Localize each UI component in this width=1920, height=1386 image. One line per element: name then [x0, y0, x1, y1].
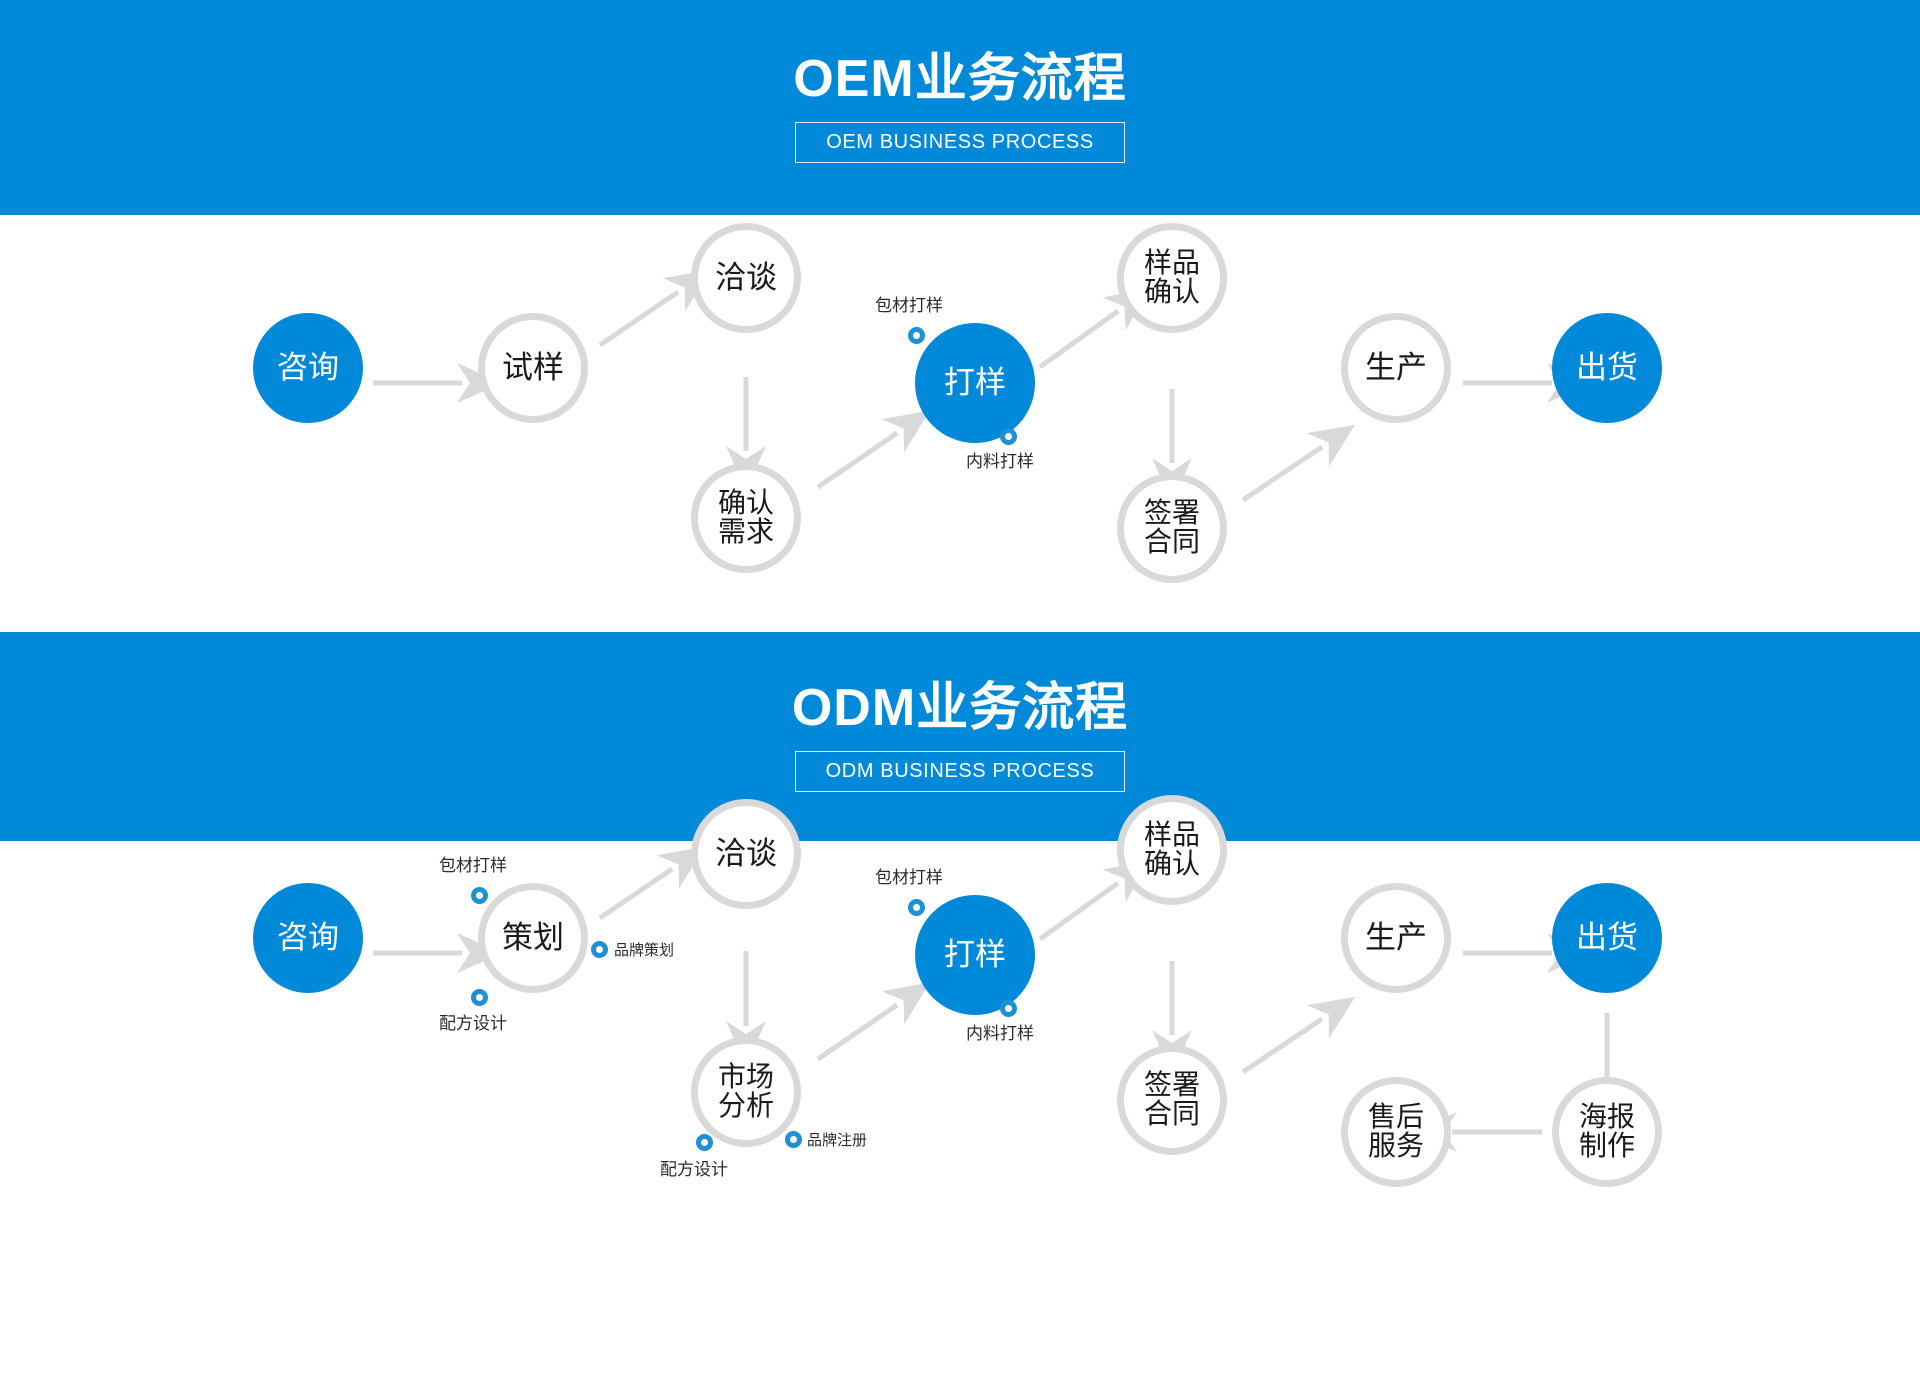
- odm-label-market-formula: 配方设计: [660, 1160, 728, 1179]
- odm-flow-diagram: 咨询 策划 包材打样 品牌策划 配方设计 洽谈 市场 分析 配方设计 品牌注册 …: [0, 795, 1920, 1386]
- odm-node-after-sales-service[interactable]: 售后 服务: [1341, 1077, 1451, 1187]
- odm-node-poster-production[interactable]: 海报 制作: [1552, 1077, 1662, 1187]
- odm-node-sampling[interactable]: 打样: [915, 895, 1035, 1015]
- odm-title: ODM业务流程: [791, 678, 1129, 737]
- oem-node-sampling[interactable]: 打样: [915, 323, 1035, 443]
- oem-flow-diagram: 咨询 试样 洽谈 确认 需求 打样 包材打样 内料打样 样品 确认 签署 合同 …: [0, 215, 1920, 632]
- odm-node-sample-approval[interactable]: 样品 确认: [1117, 795, 1227, 905]
- oem-title: OEM业务流程: [793, 49, 1127, 108]
- odm-node-production[interactable]: 生产: [1341, 883, 1451, 993]
- odm-node-sign-contract-label: 签署 合同: [1143, 1069, 1200, 1129]
- odm-label-plan-pack-sample: 包材打样: [439, 856, 507, 875]
- odm-dot-samp-pack-sample[interactable]: [908, 899, 925, 916]
- odm-node-consult[interactable]: 咨询: [253, 883, 363, 993]
- odm-node-market-analysis-label: 市场 分析: [717, 1061, 774, 1121]
- oem-node-production-label: 生产: [1365, 350, 1427, 386]
- odm-dot-plan-brand[interactable]: [591, 941, 608, 958]
- odm-node-negotiation[interactable]: 洽谈: [691, 799, 801, 909]
- oem-node-sign-contract[interactable]: 签署 合同: [1117, 473, 1227, 583]
- odm-label-plan-formula: 配方设计: [439, 1014, 507, 1033]
- oem-node-shipment-label: 出货: [1576, 350, 1638, 386]
- odm-dot-market-formula[interactable]: [696, 1134, 713, 1151]
- oem-section-banner: OEM业务流程 OEM BUSINESS PROCESS: [0, 0, 1920, 215]
- oem-node-consult-label: 咨询: [277, 350, 339, 386]
- oem-node-sample-approval[interactable]: 样品 确认: [1117, 223, 1227, 333]
- oem-node-sampling-label: 打样: [944, 365, 1006, 401]
- oem-dot-inner-sample[interactable]: [1000, 428, 1017, 445]
- odm-node-sampling-label: 打样: [944, 937, 1006, 973]
- odm-node-planning[interactable]: 策划: [478, 883, 588, 993]
- odm-node-poster-production-label: 海报 制作: [1578, 1101, 1635, 1161]
- odm-node-sample-approval-label: 样品 确认: [1143, 819, 1200, 879]
- odm-label-samp-inner-sample: 内料打样: [966, 1024, 1034, 1043]
- odm-dot-samp-inner-sample[interactable]: [1000, 1000, 1017, 1017]
- odm-node-market-analysis[interactable]: 市场 分析: [691, 1037, 801, 1147]
- odm-node-shipment-label: 出货: [1576, 920, 1638, 956]
- oem-dot-pack-sample[interactable]: [908, 327, 925, 344]
- odm-dot-brand-registration[interactable]: [785, 1131, 802, 1148]
- odm-label-plan-brand: 品牌策划: [614, 942, 675, 959]
- oem-subtitle: OEM BUSINESS PROCESS: [795, 122, 1125, 164]
- oem-label-pack-sample: 包材打样: [875, 296, 943, 315]
- odm-node-sign-contract[interactable]: 签署 合同: [1117, 1045, 1227, 1155]
- odm-node-shipment[interactable]: 出货: [1552, 883, 1662, 993]
- oem-node-trial-label: 试样: [502, 350, 564, 386]
- odm-node-planning-label: 策划: [502, 920, 564, 956]
- oem-node-negotiation[interactable]: 洽谈: [691, 223, 801, 333]
- oem-node-production[interactable]: 生产: [1341, 313, 1451, 423]
- oem-node-sign-contract-label: 签署 合同: [1143, 497, 1200, 557]
- oem-node-sample-approval-label: 样品 确认: [1143, 247, 1200, 307]
- odm-section-banner: ODM业务流程 ODM BUSINESS PROCESS: [0, 632, 1920, 841]
- odm-subtitle: ODM BUSINESS PROCESS: [794, 751, 1126, 793]
- odm-dot-plan-formula[interactable]: [471, 989, 488, 1006]
- oem-node-shipment[interactable]: 出货: [1552, 313, 1662, 423]
- oem-label-inner-sample: 内料打样: [966, 452, 1034, 471]
- oem-node-negotiation-label: 洽谈: [715, 260, 777, 296]
- odm-label-brand-registration: 品牌注册: [807, 1132, 868, 1149]
- oem-node-confirm-requirement[interactable]: 确认 需求: [691, 463, 801, 573]
- odm-dot-plan-pack-sample[interactable]: [471, 887, 488, 904]
- oem-node-consult[interactable]: 咨询: [253, 313, 363, 423]
- oem-node-confirm-requirement-label: 确认 需求: [717, 487, 774, 547]
- odm-node-production-label: 生产: [1365, 920, 1427, 956]
- odm-node-negotiation-label: 洽谈: [715, 836, 777, 872]
- odm-label-samp-pack-sample: 包材打样: [875, 868, 943, 887]
- odm-node-after-sales-service-label: 售后 服务: [1367, 1101, 1424, 1161]
- odm-node-consult-label: 咨询: [277, 920, 339, 956]
- oem-node-trial[interactable]: 试样: [478, 313, 588, 423]
